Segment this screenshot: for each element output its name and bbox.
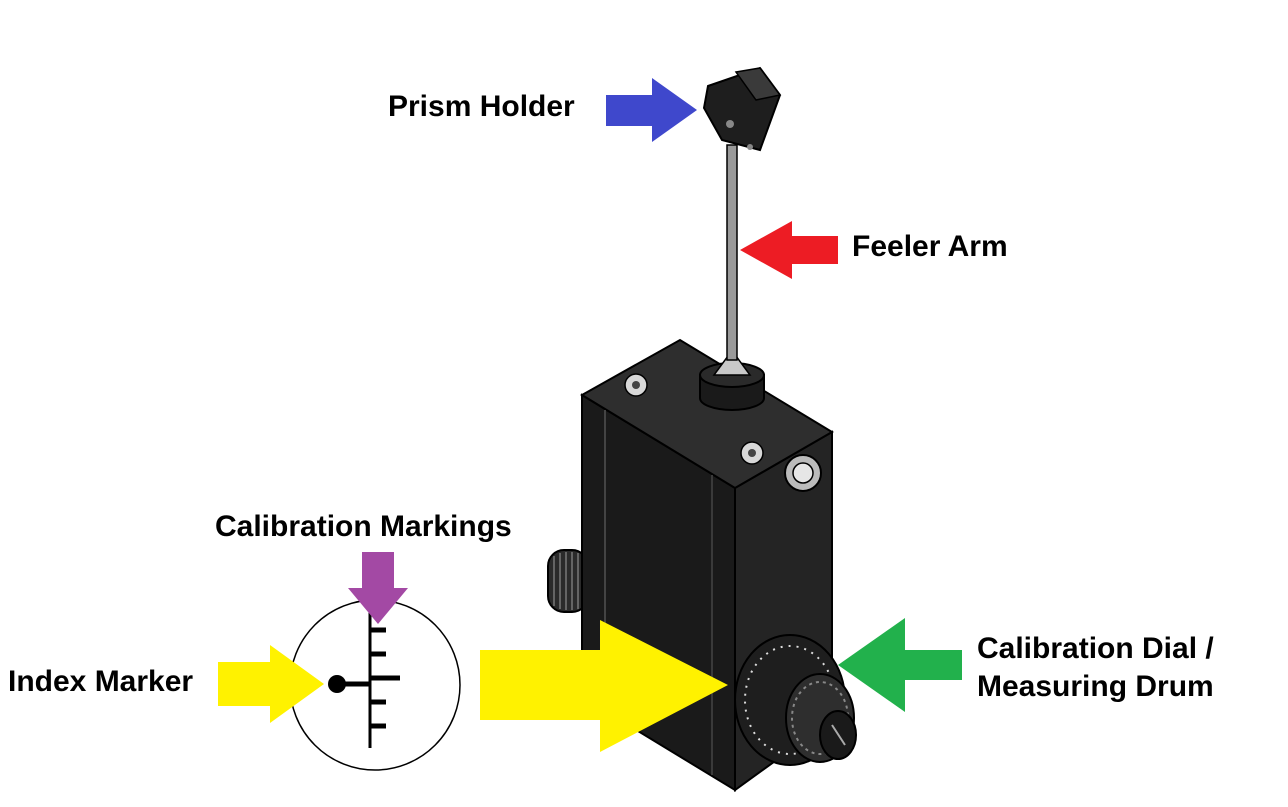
calibration-dial-label-line2: Measuring Drum: [977, 670, 1214, 703]
index-arrow-icon: [218, 645, 324, 723]
large-pointer-arrow-icon: [480, 620, 728, 752]
calibration-ticks: [370, 627, 400, 729]
calibration-dial: [734, 634, 857, 766]
prism-arrow-icon: [606, 78, 697, 142]
index-marker-label: Index Marker: [8, 665, 194, 698]
calibration-markings-label: Calibration Markings: [215, 510, 512, 543]
prism-holder: [702, 66, 782, 152]
dial-arrow-icon: [838, 618, 962, 712]
calibration-dial-label-line1: Calibration Dial /: [977, 632, 1214, 665]
feeler-arm-assembly: [699, 144, 765, 411]
prism-holder-label: Prism Holder: [388, 90, 575, 123]
feeler-arm-label: Feeler Arm: [852, 230, 1008, 263]
index-marker: [328, 675, 370, 693]
feeler-arrow-icon: [740, 221, 838, 279]
markings-arrow-icon: [348, 552, 408, 624]
